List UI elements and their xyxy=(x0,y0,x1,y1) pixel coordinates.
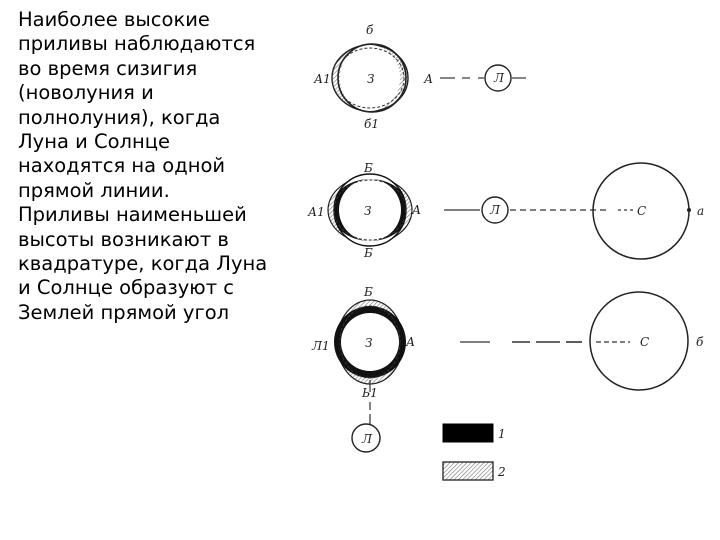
text-line: квадратуре, когда Луна xyxy=(18,252,268,276)
text-line: полнолуния), когда xyxy=(18,105,221,129)
panel-3: З Л С Л1 А Б Ь1 б xyxy=(311,285,704,453)
point-label-left: А1 xyxy=(313,72,331,86)
text-line: Приливы наименьшей xyxy=(18,203,247,227)
panel-2: З Л С А1 А Б Б а xyxy=(307,161,704,260)
legend-key-1: 1 xyxy=(498,427,506,441)
legend-key-2: 2 xyxy=(497,465,506,479)
sun-circle xyxy=(589,291,689,391)
tidal-bulge-shape xyxy=(327,173,413,247)
moon-circle xyxy=(351,423,381,453)
moon-circle xyxy=(481,196,509,224)
point-label-right: А xyxy=(411,203,421,217)
point-label-top: б xyxy=(366,23,374,37)
point-label-top: Б xyxy=(363,161,373,175)
text-line: Луна и Солнце xyxy=(18,130,171,154)
sun-label: С xyxy=(640,335,649,349)
earth-label: З xyxy=(367,72,374,86)
earth-label: З xyxy=(364,204,371,218)
sun-label: С xyxy=(637,204,646,218)
point-label-left: А1 xyxy=(307,205,325,219)
tidal-bulge-shape xyxy=(334,299,406,385)
point-label-bottom: Ь1 xyxy=(361,386,378,400)
text-line: приливы наблюдаются xyxy=(18,32,256,56)
legend: 1 2 xyxy=(442,423,506,481)
point-label-top: Б xyxy=(363,285,373,299)
legend-swatch-1 xyxy=(442,423,494,443)
text-line: прямой линии. xyxy=(18,178,170,202)
text-line: Наиболее высокие xyxy=(18,8,210,31)
text-line: высоты возникают в xyxy=(18,227,229,251)
text-block: Наиболее высокие приливы наблюдаются во … xyxy=(18,8,318,325)
tides-diagram: З Л А1 А б б1 З Л С А1 А Б Б а xyxy=(307,23,704,481)
point-label-far-right: б xyxy=(696,335,704,349)
point-label-left: Л1 xyxy=(311,339,330,353)
moon-label: Л xyxy=(493,71,505,85)
point-label-right: А xyxy=(405,335,415,349)
point-label-bottom: б1 xyxy=(364,117,379,131)
text-line: (новолуния и xyxy=(18,81,154,105)
legend-swatch-2 xyxy=(442,461,494,481)
point-label-far-right: а xyxy=(697,204,704,218)
panel-1: З Л А1 А б б1 xyxy=(313,23,526,131)
text-line: во время сизигия xyxy=(18,56,198,80)
point-marker xyxy=(687,208,691,212)
text-line: и Солнце образуют с xyxy=(18,276,234,300)
text-line: Землей прямой угол xyxy=(18,300,230,324)
moon-circle xyxy=(484,64,512,92)
point-label-right: А xyxy=(423,72,433,86)
text-line: находятся на одной xyxy=(18,154,226,178)
tidal-bulge-shape xyxy=(331,43,409,113)
moon-label: Л xyxy=(361,432,373,446)
moon-label: Л xyxy=(489,203,501,217)
earth-label: З xyxy=(365,336,372,350)
point-label-bottom: Б xyxy=(363,246,373,260)
